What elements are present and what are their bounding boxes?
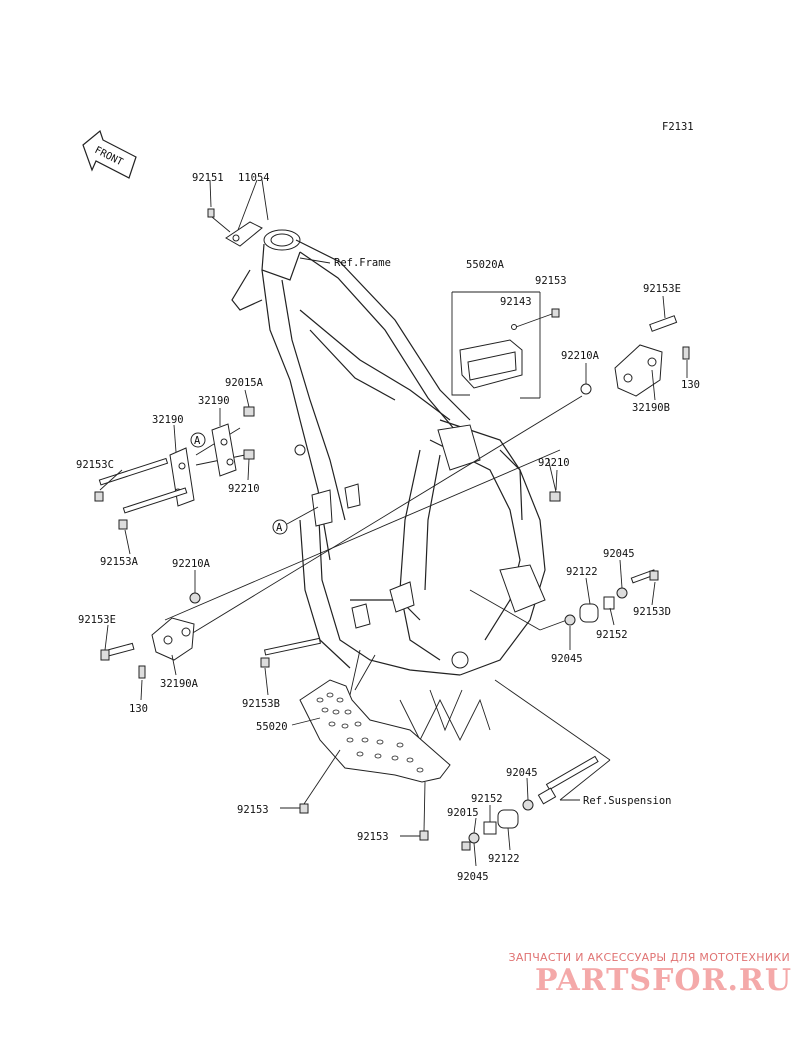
label-130-left: 130 (129, 703, 148, 715)
svg-text:A: A (276, 522, 283, 534)
pivot-parts-right (547, 457, 659, 626)
label-92152-b: 92152 (471, 793, 503, 805)
skid-plate-55020 (299, 679, 451, 841)
frame-drawing (231, 229, 546, 676)
label-92153E-top: 92153E (643, 283, 681, 295)
label-92210A-top: 92210A (561, 350, 600, 362)
label-ref-suspension: Ref.Suspension (583, 795, 672, 807)
label-92015A: 92015A (225, 377, 264, 389)
label-130-top: 130 (681, 379, 700, 391)
label-92045-r2: 92045 (551, 653, 583, 665)
leader-lines (99, 179, 688, 867)
watermark-tagline: ЗАПЧАСТИ И АКСЕССУАРЫ ДЛЯ МОТОТЕХНИКИ (508, 951, 790, 964)
bracket-32190B (580, 315, 690, 397)
label-92151: 92151 (192, 172, 224, 184)
label-55020: 55020 (256, 721, 288, 733)
label-92153A: 92153A (100, 556, 139, 568)
label-ref-frame: Ref.Frame (334, 257, 391, 269)
bracket-11054 (207, 208, 263, 247)
label-32190-lower: 32190 (152, 414, 184, 426)
callout-a-lower: A (272, 506, 319, 535)
label-92210A-left: 92210A (172, 558, 211, 570)
label-92153B: 92153B (242, 698, 280, 710)
label-92153-top: 92153 (535, 275, 567, 287)
label-92045-b2: 92045 (457, 871, 489, 883)
svg-text:A: A (194, 435, 201, 447)
label-92153D: 92153D (633, 606, 671, 618)
label-55020A: 55020A (466, 259, 505, 271)
label-11054: 11054 (238, 172, 270, 184)
label-32190-upper: 32190 (198, 395, 230, 407)
label-92152-r: 92152 (596, 629, 628, 641)
label-92122-r: 92122 (566, 566, 598, 578)
label-92153-bl: 92153 (237, 804, 269, 816)
guard-55020A (459, 308, 560, 389)
bracket-32190A (100, 592, 201, 679)
pivot-shaft-lower (461, 755, 599, 851)
label-92210-right: 92210 (538, 457, 570, 469)
label-92122-b: 92122 (488, 853, 520, 865)
label-92143: 92143 (500, 296, 532, 308)
watermark-logo: PARTSFOR.RU (535, 963, 792, 998)
callout-a-upper: A (190, 432, 206, 448)
bolt-92153B (260, 637, 321, 668)
bracket-32190-left (94, 406, 255, 530)
label-92015: 92015 (447, 807, 479, 819)
label-92153E-left: 92153E (78, 614, 116, 626)
label-92153C: 92153C (76, 459, 114, 471)
part-labels: 92151 11054 Ref.Frame 55020A 92153 92143… (76, 172, 700, 883)
figure-code: F2131 (662, 121, 694, 133)
label-32190B: 32190B (632, 402, 670, 414)
label-92153-bm: 92153 (357, 831, 389, 843)
guide-lines (164, 395, 611, 801)
label-92045-r1: 92045 (603, 548, 635, 560)
front-arrow-icon: FRONT (82, 129, 137, 179)
label-92045-b1: 92045 (506, 767, 538, 779)
label-32190A: 32190A (160, 678, 199, 690)
label-92210-left: 92210 (228, 483, 260, 495)
